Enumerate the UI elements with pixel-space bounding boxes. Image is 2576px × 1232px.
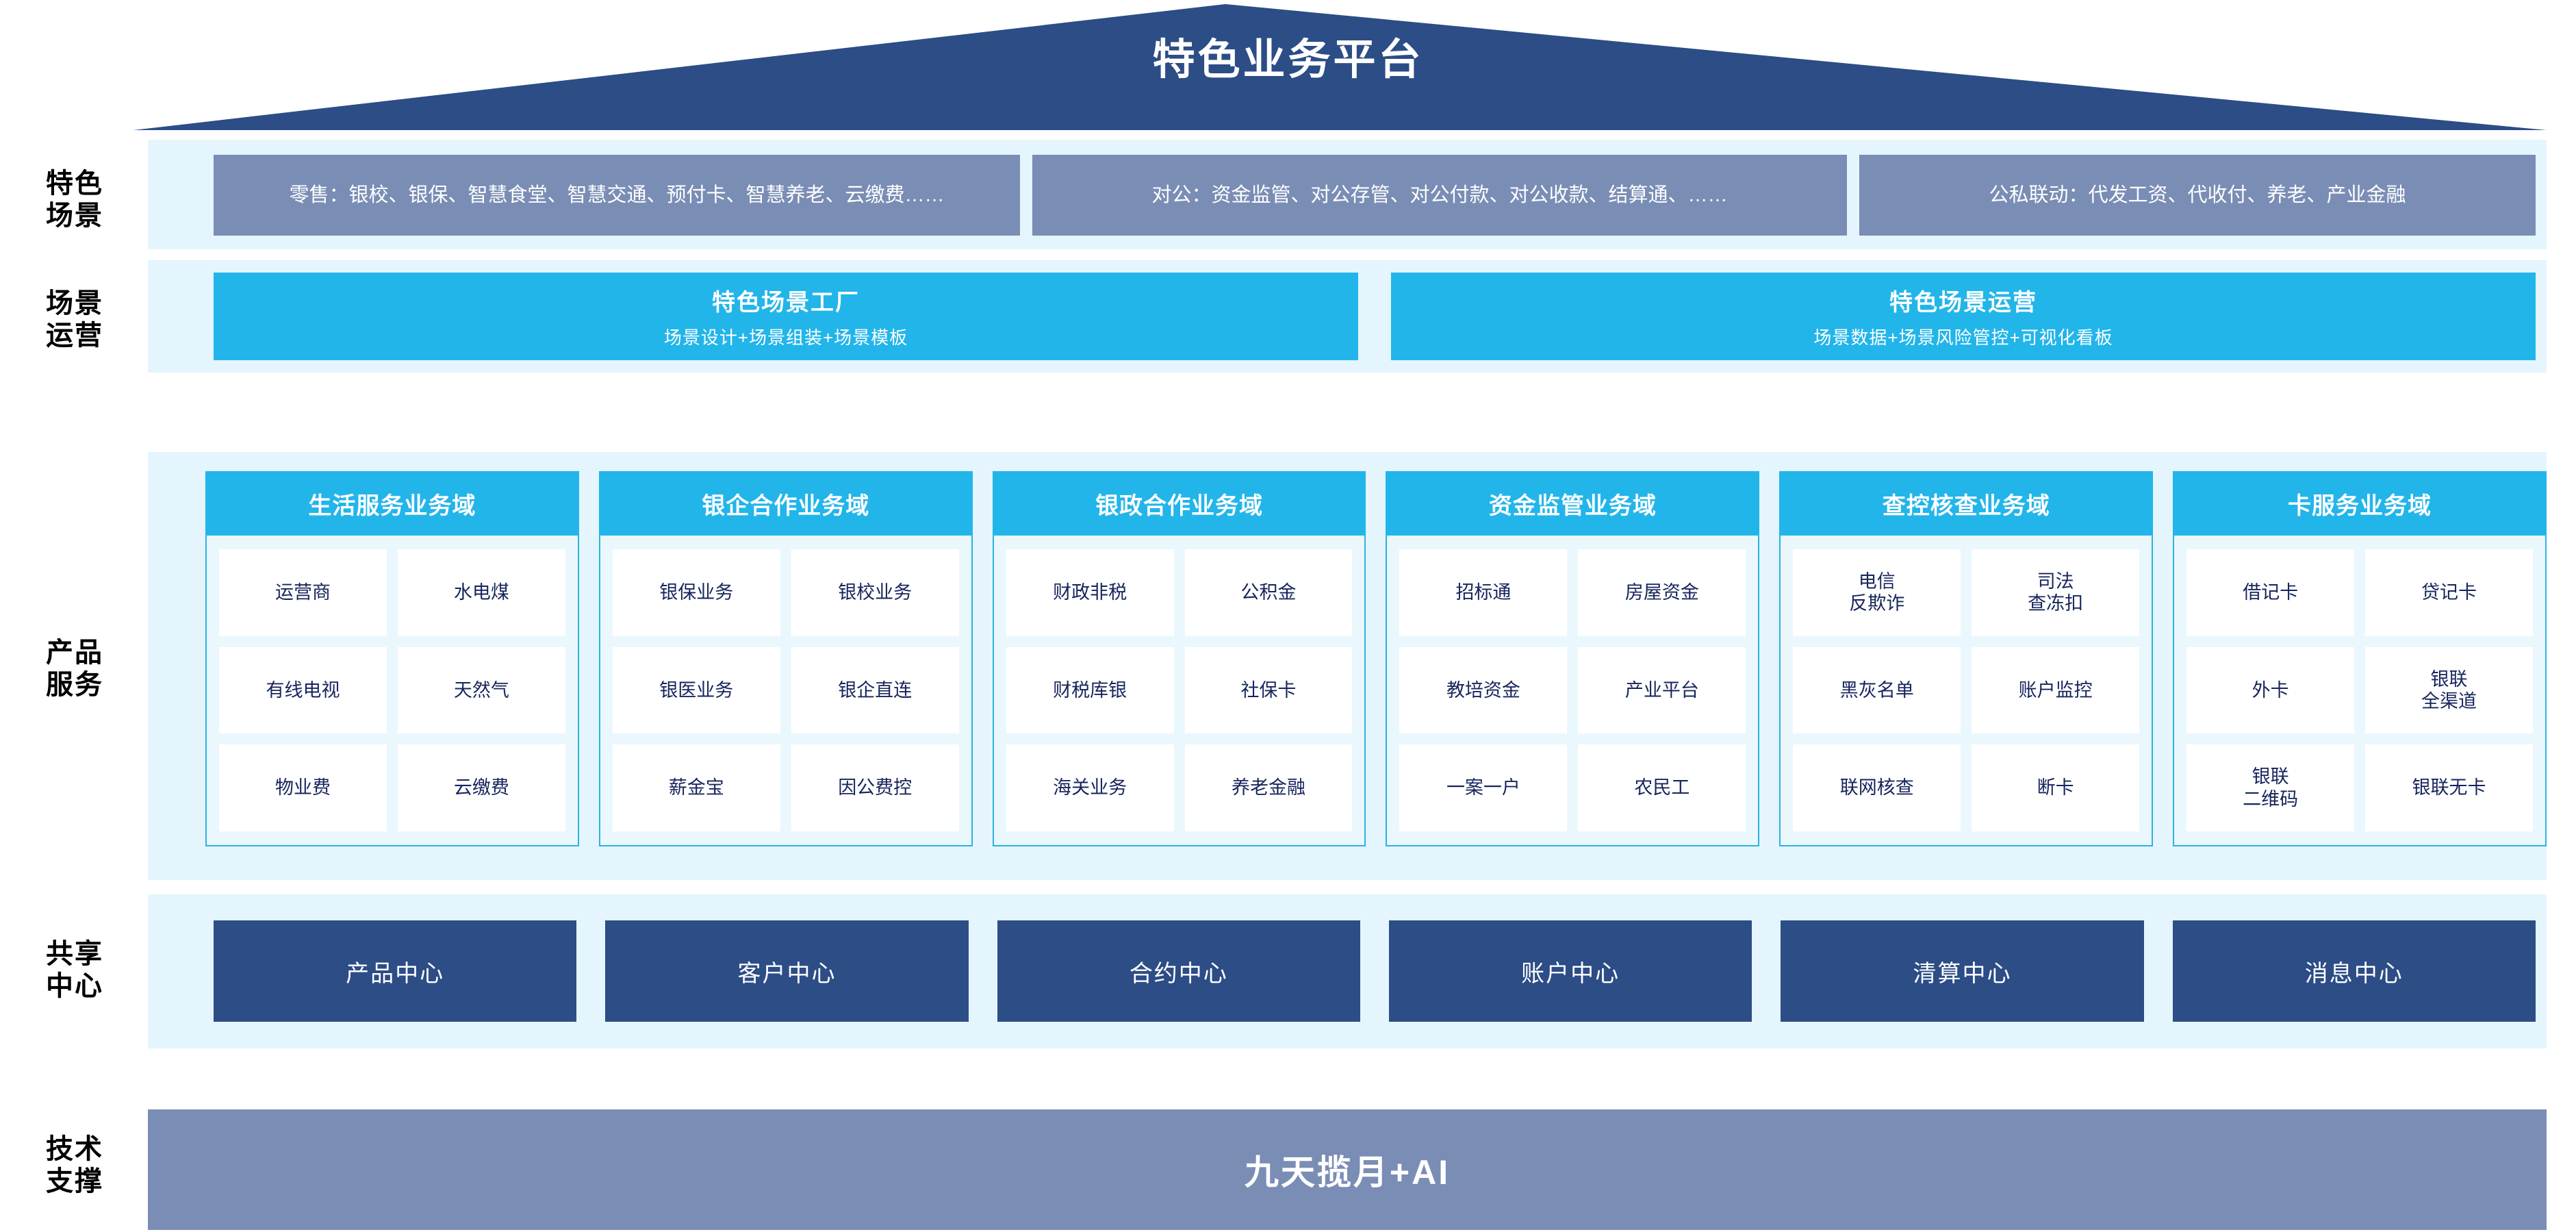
product-card-investigation-control-title: 查控核查业务域 [1779,471,2154,536]
product-cell[interactable]: 财政非税 [1006,549,1174,636]
product-card-fund-supervision-cells: 招标通 房屋资金 教培资金 产业平台 一案一户 农民工 [1387,536,1758,845]
scenario-box-public-private[interactable]: 公私联动：代发工资、代收付、养老、产业金融 [1859,155,2536,236]
product-cell[interactable]: 财税库银 [1006,646,1174,734]
product-cell[interactable]: 外卡 [2186,646,2355,734]
product-cell[interactable]: 司法 查冻扣 [1972,549,2140,636]
row-label-products-line1: 产品 [46,638,103,668]
product-card-life-service-cells: 运营商 水电煤 有线电视 天然气 物业费 云缴费 [207,536,578,845]
operations-box-scene-factory-title: 特色场景工厂 [712,290,860,316]
product-cell[interactable]: 招标通 [1399,549,1568,636]
product-cell[interactable]: 银联 二维码 [2186,744,2355,831]
row-label-scenario-line1: 特色 [46,168,103,199]
product-card-card-service-title: 卡服务业务域 [2173,471,2547,536]
row-label-tech: 技术 支撑 [10,1133,140,1198]
product-cell[interactable]: 水电煤 [397,549,565,636]
product-cell[interactable]: 银联无卡 [2365,744,2533,831]
product-cell[interactable]: 电信 反欺诈 [1793,549,1961,636]
product-cell[interactable]: 因公费控 [791,744,959,831]
product-card-fund-supervision-title: 资金监管业务域 [1386,471,1760,536]
product-cell[interactable]: 贷记卡 [2365,549,2533,636]
center-box-customer[interactable]: 客户中心 [605,920,969,1022]
product-card-bank-enterprise-cells: 银保业务 银校业务 银医业务 银企直连 薪金宝 因公费控 [600,536,971,845]
product-card-bank-government[interactable]: 银政合作业务域 财政非税 公积金 财税库银 社保卡 海关业务 养老金融 [992,471,1366,846]
product-cell[interactable]: 天然气 [397,646,565,734]
center-box-account[interactable]: 账户中心 [1388,920,1752,1022]
product-card-life-service[interactable]: 生活服务业务域 运营商 水电煤 有线电视 天然气 物业费 云缴费 [205,471,579,846]
product-card-bank-government-cells: 财政非税 公积金 财税库银 社保卡 海关业务 养老金融 [994,536,1365,845]
operations-box-scene-factory[interactable]: 特色场景工厂 场景设计+场景组装+场景模板 [214,273,1358,360]
product-card-card-service-cells: 借记卡 贷记卡 外卡 银联 全渠道 银联 二维码 银联无卡 [2174,536,2545,845]
tech-support-bar[interactable]: 九天揽月+AI [148,1109,2547,1230]
product-cell[interactable]: 联网核查 [1793,744,1961,831]
product-cell[interactable]: 一案一户 [1399,744,1568,831]
product-cell[interactable]: 物业费 [219,744,387,831]
center-box-settlement[interactable]: 清算中心 [1781,920,2144,1022]
row-label-scenario-line2: 场景 [46,201,103,231]
product-cell[interactable]: 账户监控 [1972,646,2140,734]
roof-shape-icon [133,4,2547,130]
product-card-bank-enterprise[interactable]: 银企合作业务域 银保业务 银校业务 银医业务 银企直连 薪金宝 因公费控 [598,471,973,846]
operations-box-scene-operation[interactable]: 特色场景运营 场景数据+场景风险管控+可视化看板 [1391,273,2536,360]
center-box-contract[interactable]: 合约中心 [997,920,1360,1022]
product-card-fund-supervision[interactable]: 资金监管业务域 招标通 房屋资金 教培资金 产业平台 一案一户 农民工 [1386,471,1760,846]
product-cell[interactable]: 银企直连 [791,646,959,734]
product-cell[interactable]: 银保业务 [612,549,780,636]
row-label-products-line2: 服务 [46,670,103,701]
row-label-operations-line1: 场景 [46,288,103,318]
product-card-life-service-title: 生活服务业务域 [205,471,579,536]
product-card-bank-enterprise-title: 银企合作业务域 [598,471,973,536]
product-card-investigation-control[interactable]: 查控核查业务域 电信 反欺诈 司法 查冻扣 黑灰名单 账户监控 联网核查 断卡 [1779,471,2154,846]
row-label-operations-line2: 运营 [46,320,103,351]
product-card-bank-government-title: 银政合作业务域 [992,471,1366,536]
product-cell[interactable]: 公积金 [1184,549,1353,636]
product-cell[interactable]: 薪金宝 [612,744,780,831]
platform-roof-banner: 特色业务平台 [0,0,2576,131]
product-cell[interactable]: 云缴费 [397,744,565,831]
row-label-products: 产品 服务 [10,637,140,701]
product-cell[interactable]: 黑灰名单 [1793,646,1961,734]
row-label-centers: 共享 中心 [10,938,140,1003]
product-cell[interactable]: 银校业务 [791,549,959,636]
product-card-card-service[interactable]: 卡服务业务域 借记卡 贷记卡 外卡 银联 全渠道 银联 二维码 银联无卡 [2173,471,2547,846]
operations-box-scene-operation-subtitle: 场景数据+场景风险管控+可视化看板 [1813,327,2113,348]
products-row: 生活服务业务域 运营商 水电煤 有线电视 天然气 物业费 云缴费 银企合作业务域… [205,471,2547,846]
scenario-row: 零售：银校、银保、智慧食堂、智慧交通、预付卡、智慧养老、云缴费…… 对公：资金监… [214,155,2536,236]
center-box-product[interactable]: 产品中心 [214,920,577,1022]
operations-box-scene-operation-title: 特色场景运营 [1889,290,2037,316]
product-cell[interactable]: 农民工 [1578,744,1746,831]
product-card-investigation-control-cells: 电信 反欺诈 司法 查冻扣 黑灰名单 账户监控 联网核查 断卡 [1781,536,2152,845]
product-cell[interactable]: 养老金融 [1184,744,1353,831]
product-cell[interactable]: 社保卡 [1184,646,1353,734]
page-title: 特色业务平台 [1152,36,1424,84]
centers-row: 产品中心 客户中心 合约中心 账户中心 清算中心 消息中心 [214,920,2536,1022]
product-cell[interactable]: 银联 全渠道 [2365,646,2533,734]
center-box-message[interactable]: 消息中心 [2172,920,2536,1022]
operations-box-scene-factory-subtitle: 场景设计+场景组装+场景模板 [663,327,908,348]
scenario-box-corporate[interactable]: 对公：资金监管、对公存管、对公付款、对公收款、结算通、…… [1032,155,1847,236]
product-cell[interactable]: 借记卡 [2186,549,2355,636]
product-cell[interactable]: 断卡 [1972,744,2140,831]
product-cell[interactable]: 银医业务 [612,646,780,734]
product-cell[interactable]: 有线电视 [219,646,387,734]
product-cell[interactable]: 运营商 [219,549,387,636]
row-label-operations: 场景 运营 [10,288,140,352]
scenario-box-retail[interactable]: 零售：银校、银保、智慧食堂、智慧交通、预付卡、智慧养老、云缴费…… [214,155,1020,236]
product-cell[interactable]: 房屋资金 [1578,549,1746,636]
row-label-centers-line2: 中心 [46,971,103,1002]
row-label-centers-line1: 共享 [46,939,103,969]
product-cell[interactable]: 产业平台 [1578,646,1746,734]
product-cell[interactable]: 教培资金 [1399,646,1568,734]
row-label-scenario: 特色 场景 [10,168,140,232]
row-label-tech-line1: 技术 [46,1134,103,1164]
product-cell[interactable]: 海关业务 [1006,744,1174,831]
row-label-tech-line2: 支撑 [46,1166,103,1197]
operations-row: 特色场景工厂 场景设计+场景组装+场景模板 特色场景运营 场景数据+场景风险管控… [214,273,2536,360]
